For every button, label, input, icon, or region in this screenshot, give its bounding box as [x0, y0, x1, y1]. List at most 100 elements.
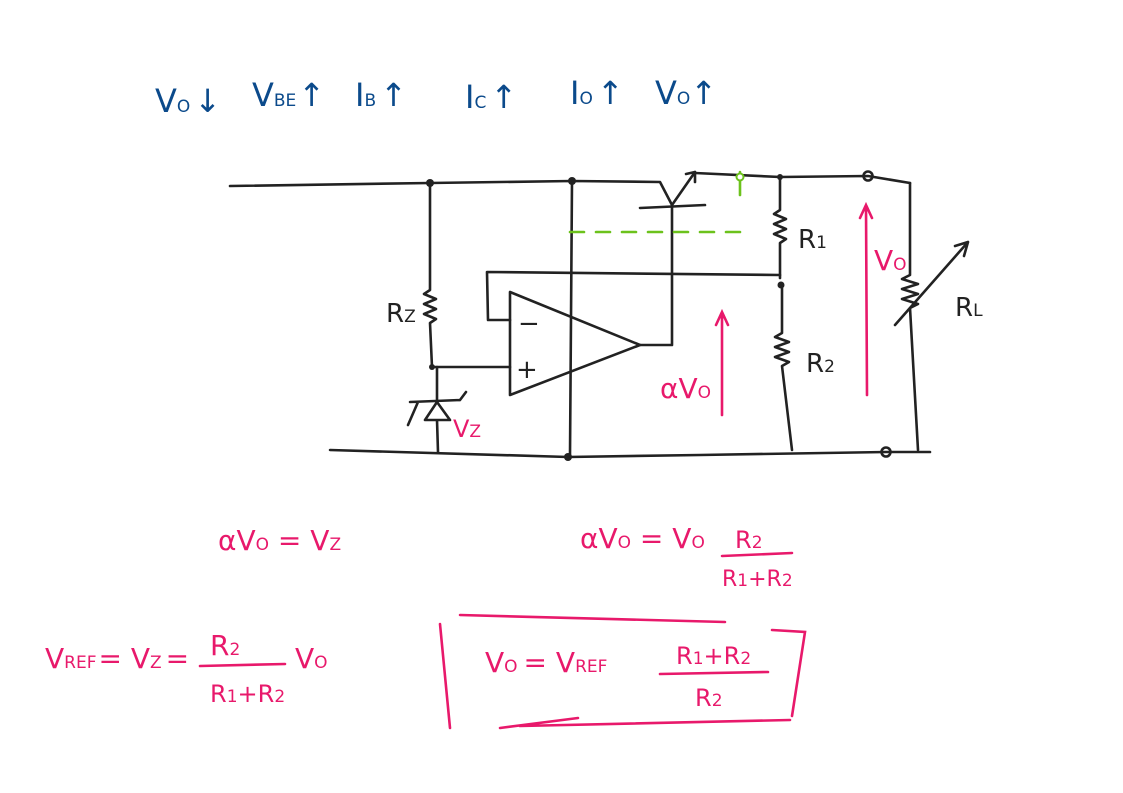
sketch-stroke: R1+R2 — [676, 642, 751, 670]
text-part: R — [955, 293, 973, 323]
sketch-stroke — [568, 223, 744, 234]
sketch-stroke — [198, 662, 287, 668]
output-terminal-bottom — [880, 446, 892, 458]
base-current-path — [568, 170, 745, 234]
sketch-stroke — [720, 551, 794, 558]
feedback-wire — [485, 270, 782, 322]
label-alpha-vo: αVO — [660, 372, 711, 405]
sketch-stroke: VO — [295, 642, 328, 675]
label-vz: VZ — [453, 415, 481, 443]
text-part: O — [618, 533, 631, 553]
sketch-stroke: R1 R2 RZ RL − + — [386, 225, 983, 385]
text-part: O — [691, 533, 704, 553]
text-part: R — [806, 349, 824, 379]
sketch-stroke — [777, 174, 783, 180]
text-part: REF — [575, 657, 607, 677]
resistor-rz — [422, 181, 512, 369]
text-part: αV — [580, 522, 618, 555]
chain-io-up: IO↑ — [570, 74, 624, 112]
text-part: B — [364, 91, 376, 111]
alpha-vo-arrow — [714, 308, 730, 417]
text-part: ↑ — [298, 76, 325, 114]
sketch-stroke: R1+R2 — [210, 680, 285, 708]
base-drive-wire — [638, 204, 674, 347]
text-part: R — [798, 225, 816, 255]
sketch-stroke: R2 — [735, 526, 763, 554]
text-part: 2 — [752, 533, 763, 553]
text-part: I — [570, 74, 579, 112]
sketch-stroke: R2 — [210, 629, 240, 662]
sketch-stroke: VREF= VZ= — [45, 642, 189, 675]
text-part: Z — [404, 307, 416, 327]
sketch-stroke: VO= VREF — [485, 646, 607, 679]
text-part: V — [155, 82, 177, 120]
label-r2: R2 — [806, 349, 835, 379]
text-part: αV — [660, 372, 698, 405]
vo-arrow — [858, 201, 874, 397]
chain-vo-down: VO↓ — [155, 82, 221, 120]
text-part: O — [177, 97, 190, 117]
text-part: R — [210, 680, 227, 708]
zener-diode — [406, 365, 468, 454]
text-part: +R — [238, 680, 275, 708]
text-part: O — [579, 89, 592, 109]
sketch-stroke: R1+R2 — [722, 567, 793, 592]
label-rz: RZ — [386, 299, 416, 329]
text-part: = V — [99, 642, 151, 675]
sketch-stroke — [658, 670, 770, 676]
circuit-wires — [228, 170, 970, 461]
text-part: = V — [631, 522, 691, 555]
chain-ib-up: IB↑ — [355, 76, 407, 114]
sketch-stroke — [564, 453, 572, 461]
sketch-stroke — [568, 177, 576, 185]
text-part: 2 — [782, 571, 793, 591]
text-part: R — [386, 299, 404, 329]
text-part: R — [695, 684, 712, 712]
text-part: Z — [150, 653, 162, 673]
text-part: 1 — [737, 571, 748, 591]
text-part: O — [256, 535, 269, 555]
label-vo: VO — [874, 244, 907, 277]
text-part: 2 — [274, 687, 285, 707]
chain-ic-up: IC↑ — [465, 78, 517, 116]
text-part: REF — [64, 653, 96, 673]
text-part: V — [295, 642, 314, 675]
text-part: I — [355, 76, 364, 114]
equation-2: αVO = VO R2 R1+R2 — [580, 522, 794, 592]
sketch-stroke — [426, 179, 434, 187]
resistor-r2 — [773, 283, 794, 452]
text-part: V — [453, 415, 470, 443]
text-part: ↑ — [597, 74, 624, 112]
text-part: 1 — [693, 649, 704, 669]
equation-1: αVO = VZ — [218, 524, 341, 557]
text-part: R — [210, 629, 229, 662]
text-part: O — [504, 657, 517, 677]
text-part: 1 — [816, 233, 827, 253]
text-part: V — [485, 646, 504, 679]
resistor-r1 — [772, 176, 788, 280]
text-part: V — [655, 74, 677, 112]
text-part: I — [465, 78, 474, 116]
input-rail — [228, 179, 674, 207]
output-terminal-top — [862, 170, 874, 182]
text-part: ↑ — [380, 76, 407, 114]
nodes — [426, 174, 785, 461]
text-part: = V — [269, 524, 329, 557]
text-part: BE — [274, 91, 296, 111]
text-part: R — [735, 526, 752, 554]
chain-vbe-up: VBE↑ — [252, 76, 325, 114]
text-part: +R — [704, 642, 741, 670]
transistor-emitter — [670, 170, 697, 207]
text-part: 2 — [229, 640, 240, 660]
text-part: 1 — [227, 687, 238, 707]
equation-4-boxed: VO= VREF R1+R2 R2 — [438, 613, 807, 730]
sketch-stroke — [777, 281, 785, 289]
text-part: Z — [469, 422, 481, 442]
label-r1: R1 — [798, 225, 827, 255]
opamp-minus: − — [518, 309, 540, 339]
opamp-plus: + — [516, 355, 538, 385]
text-part: V — [45, 642, 64, 675]
resistor-rl — [900, 181, 920, 452]
